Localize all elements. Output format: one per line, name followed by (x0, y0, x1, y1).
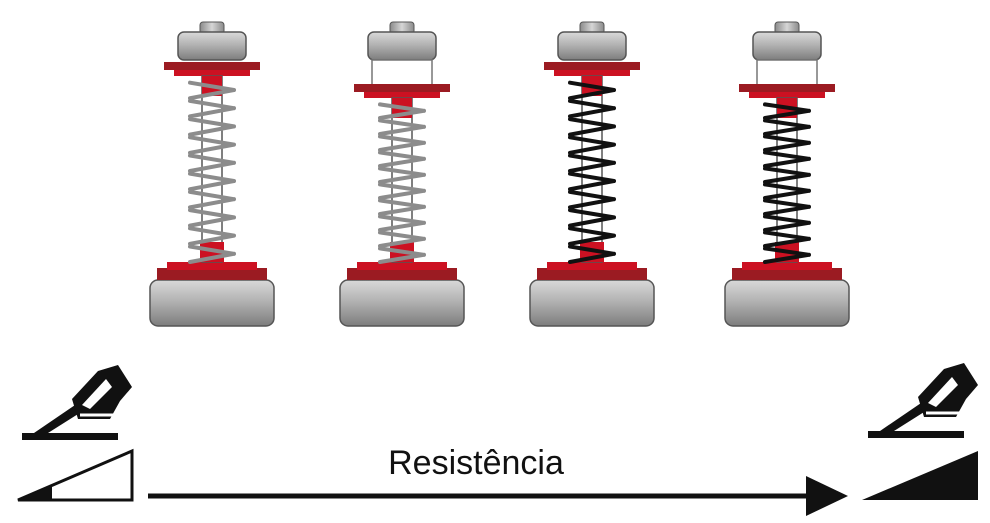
springs-group (149, 21, 850, 327)
spring-coil (188, 80, 236, 264)
pressure-ramp-right (862, 451, 978, 500)
spring-assembly (149, 21, 275, 327)
pedal-right-icon (868, 363, 978, 438)
spring-coil (378, 102, 426, 264)
spring-coil (568, 80, 616, 264)
resistance-label: Resistência (388, 444, 564, 482)
resistance-arrow (148, 476, 848, 516)
spring-coil (763, 102, 811, 264)
pressure-ramp-left (17, 448, 134, 502)
pedal-left-icon (22, 365, 132, 440)
spring-assembly (724, 21, 850, 327)
spring-assembly (529, 21, 655, 327)
spring-assembly (339, 21, 465, 327)
